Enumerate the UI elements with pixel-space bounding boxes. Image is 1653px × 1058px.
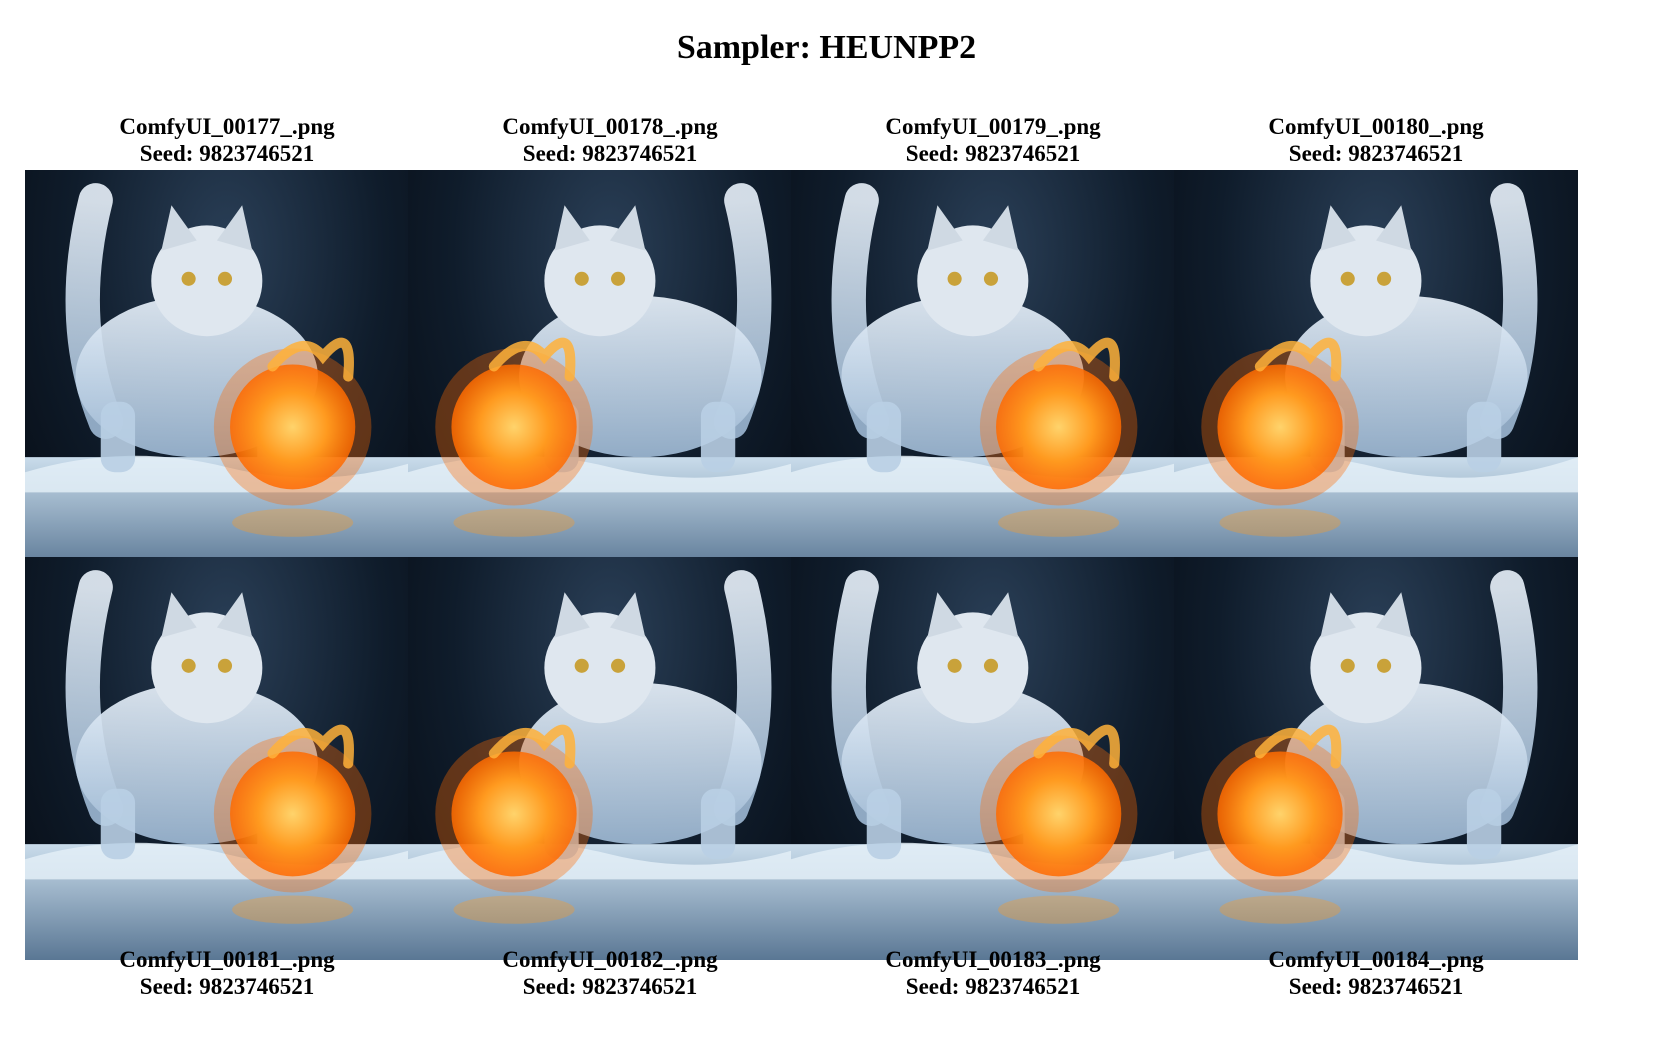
cat-fireball-illustration bbox=[791, 183, 1195, 573]
image-tile-7[interactable] bbox=[1174, 557, 1578, 960]
image-filename: ComfyUI_00179_.png bbox=[885, 114, 1101, 139]
image-tile-1[interactable] bbox=[408, 170, 812, 573]
image-seed: Seed: 9823746521 bbox=[139, 141, 315, 166]
image-seed: Seed: 9823746521 bbox=[905, 974, 1081, 999]
caption-1: ComfyUI_00178_.png Seed: 9823746521 bbox=[408, 113, 812, 167]
image-seed: Seed: 9823746521 bbox=[522, 141, 698, 166]
caption-6: ComfyUI_00183_.png Seed: 9823746521 bbox=[791, 946, 1195, 1000]
image-filename: ComfyUI_00181_.png bbox=[119, 947, 335, 972]
cat-fireball-illustration bbox=[1174, 183, 1578, 573]
image-tile-3[interactable] bbox=[1174, 170, 1578, 573]
image-filename: ComfyUI_00177_.png bbox=[119, 114, 335, 139]
cat-fireball-illustration bbox=[408, 183, 812, 573]
image-filename: ComfyUI_00182_.png bbox=[502, 947, 718, 972]
image-filename: ComfyUI_00180_.png bbox=[1268, 114, 1484, 139]
image-tile-4[interactable] bbox=[25, 557, 429, 960]
cat-fireball-illustration bbox=[1174, 570, 1578, 960]
cat-fireball-illustration bbox=[25, 183, 429, 573]
image-tile-2[interactable] bbox=[791, 170, 1195, 573]
image-filename: ComfyUI_00184_.png bbox=[1268, 947, 1484, 972]
image-seed: Seed: 9823746521 bbox=[522, 974, 698, 999]
image-seed: Seed: 9823746521 bbox=[139, 974, 315, 999]
image-seed: Seed: 9823746521 bbox=[1288, 974, 1464, 999]
caption-3: ComfyUI_00180_.png Seed: 9823746521 bbox=[1174, 113, 1578, 167]
page-title: Sampler: HEUNPP2 bbox=[676, 29, 977, 66]
image-tile-5[interactable] bbox=[408, 557, 812, 960]
image-seed: Seed: 9823746521 bbox=[1288, 141, 1464, 166]
image-seed: Seed: 9823746521 bbox=[905, 141, 1081, 166]
caption-2: ComfyUI_00179_.png Seed: 9823746521 bbox=[791, 113, 1195, 167]
caption-0: ComfyUI_00177_.png Seed: 9823746521 bbox=[25, 113, 429, 167]
cat-fireball-illustration bbox=[408, 570, 812, 960]
image-filename: ComfyUI_00183_.png bbox=[885, 947, 1101, 972]
caption-4: ComfyUI_00181_.png Seed: 9823746521 bbox=[25, 946, 429, 1000]
caption-7: ComfyUI_00184_.png Seed: 9823746521 bbox=[1174, 946, 1578, 1000]
cat-fireball-illustration bbox=[791, 570, 1195, 960]
image-tile-6[interactable] bbox=[791, 557, 1195, 960]
caption-5: ComfyUI_00182_.png Seed: 9823746521 bbox=[408, 946, 812, 1000]
cat-fireball-illustration bbox=[25, 570, 429, 960]
image-tile-0[interactable] bbox=[25, 170, 429, 573]
image-filename: ComfyUI_00178_.png bbox=[502, 114, 718, 139]
